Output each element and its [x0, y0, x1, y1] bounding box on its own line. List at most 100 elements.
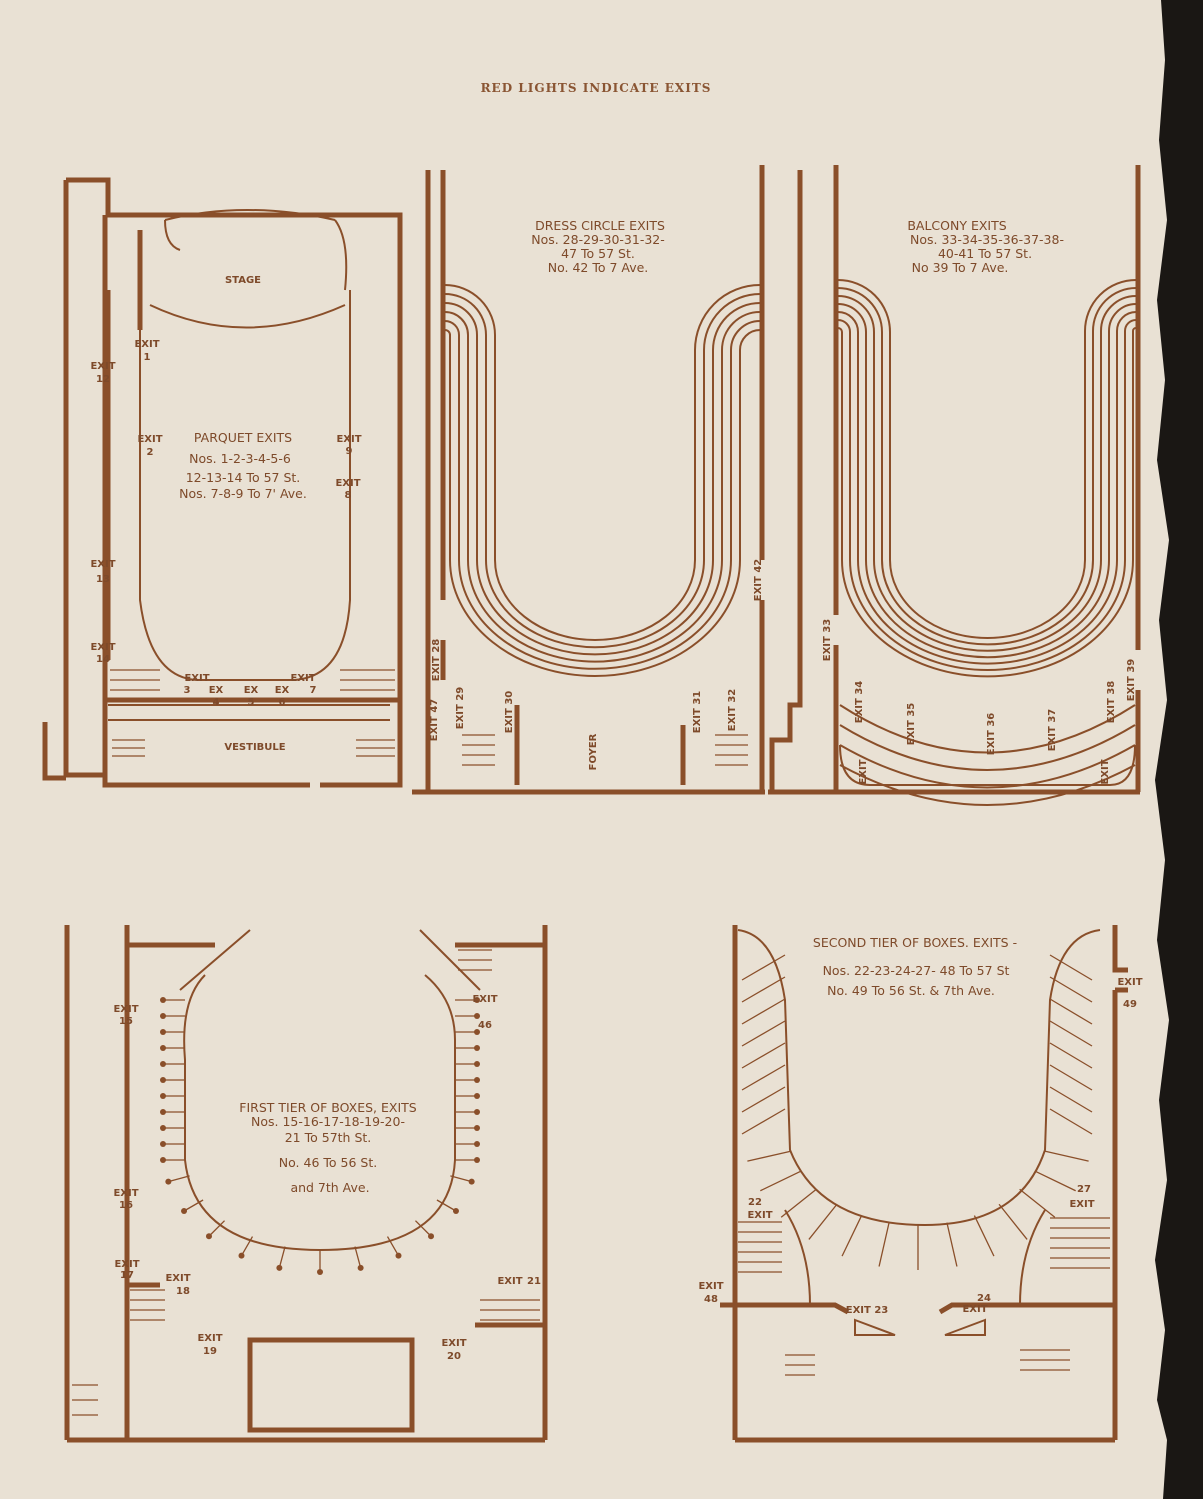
dress-circle-line: 47 To 57 St. [561, 246, 635, 261]
box-seat [160, 1141, 166, 1147]
balcony-seating-rows [837, 279, 1137, 678]
box-seat [474, 1013, 480, 1019]
svg-text:EXIT: EXIT [113, 1004, 138, 1015]
seating-row [837, 295, 1137, 652]
svg-text:EXIT: EXIT [114, 1259, 139, 1270]
exit-35: EXIT 35 [906, 703, 917, 746]
box-seat [468, 1178, 475, 1185]
dress-circle-title: DRESS CIRCLE EXITS [535, 218, 665, 233]
box-partition [450, 1175, 472, 1183]
box-seat [160, 1061, 166, 1067]
box-seat [160, 1013, 166, 1019]
box-seat [357, 1264, 364, 1271]
seating-row [837, 327, 1137, 678]
svg-text:8: 8 [345, 490, 352, 501]
box-partition [808, 1203, 838, 1240]
box-partition [1049, 954, 1093, 981]
box-partition [1044, 1150, 1089, 1162]
svg-text:7: 7 [310, 685, 317, 696]
svg-text:24: 24 [977, 1293, 991, 1304]
box-seat [474, 1141, 480, 1147]
svg-text:3: 3 [184, 685, 191, 696]
svg-text:16: 16 [119, 1200, 133, 1211]
box-partition [741, 1042, 786, 1069]
svg-text:19: 19 [203, 1346, 217, 1357]
svg-text:EXIT: EXIT [336, 434, 361, 445]
svg-text:2: 2 [147, 447, 154, 458]
box-partition [1019, 1188, 1056, 1218]
first-tier-line: and 7th Ave. [290, 1180, 369, 1195]
svg-text:EXIT: EXIT [497, 1276, 522, 1287]
svg-text:EXIT: EXIT [962, 1304, 987, 1315]
svg-text:27: 27 [1077, 1184, 1091, 1195]
box-seat [238, 1252, 245, 1259]
seating-row [444, 302, 761, 656]
box-seat [474, 1061, 480, 1067]
box-partition [780, 1188, 817, 1218]
box-partition [741, 998, 786, 1025]
seating-row [444, 311, 761, 663]
box-seat [452, 1208, 459, 1214]
seating-row [837, 303, 1137, 659]
box-partition [1034, 1170, 1076, 1192]
box-seat [276, 1264, 283, 1271]
box-partition [878, 1222, 890, 1267]
box-seat [474, 1045, 480, 1051]
box-seat [474, 1029, 480, 1035]
svg-text:EXIT: EXIT [698, 1281, 723, 1292]
svg-text:EXIT: EXIT [1117, 977, 1142, 988]
dress-circle-seating-rows [444, 284, 761, 677]
box-seat [395, 1252, 402, 1259]
first-tier-plan: FIRST TIER OF BOXES, EXITS Nos. 15-16-17… [64, 925, 548, 1443]
box-partition [741, 976, 786, 1003]
exit-left: EXIT [858, 759, 869, 784]
box-seat [160, 1157, 166, 1163]
svg-text:20: 20 [447, 1351, 461, 1362]
svg-text:EXIT: EXIT [335, 478, 360, 489]
torn-page-edge [1155, 0, 1203, 1499]
box-seat [474, 997, 480, 1003]
box-partition [998, 1203, 1028, 1240]
box-seat [205, 1233, 212, 1240]
box-seat [317, 1269, 323, 1275]
exit-right: EXIT [1100, 759, 1111, 784]
box-seat [160, 1029, 166, 1035]
box-partition [168, 1175, 190, 1183]
svg-text:21: 21 [527, 1276, 541, 1287]
seating-row [444, 320, 761, 670]
svg-text:EXIT: EXIT [184, 673, 209, 684]
vestibule-label: VESTIBULE [224, 742, 285, 753]
second-tier-plan: SECOND TIER OF BOXES. EXITS - Nos. 22-23… [698, 925, 1143, 1443]
exit-4: EX4 [209, 685, 224, 708]
exit-29: EXIT 29 [455, 687, 466, 730]
box-partition [1049, 1108, 1093, 1135]
exit-28: EXIT 28 [431, 639, 442, 682]
dress-circle-line: Nos. 28-29-30-31-32- [531, 232, 665, 247]
svg-text:1: 1 [144, 352, 151, 363]
balcony-plan: BALCONY EXITS Nos. 33-34-35-36-37-38- 40… [768, 165, 1141, 806]
exit-42: EXIT 42 [753, 559, 764, 602]
box-seat [181, 1208, 188, 1214]
box-partition [436, 1199, 457, 1212]
svg-text:EXIT: EXIT [747, 1210, 772, 1221]
box-seat [160, 1077, 166, 1083]
box-seat [160, 1045, 166, 1051]
exit-5: EX5 [244, 685, 259, 708]
svg-text:9: 9 [346, 446, 353, 457]
exit-47: EXIT 47 [429, 699, 440, 742]
balcony-line: No 39 To 7 Ave. [912, 260, 1009, 275]
balcony-title: BALCONY EXITS [907, 218, 1006, 233]
first-tier-line: No. 46 To 56 St. [279, 1155, 377, 1170]
seating-row [444, 329, 761, 677]
box-partition [841, 1215, 863, 1257]
